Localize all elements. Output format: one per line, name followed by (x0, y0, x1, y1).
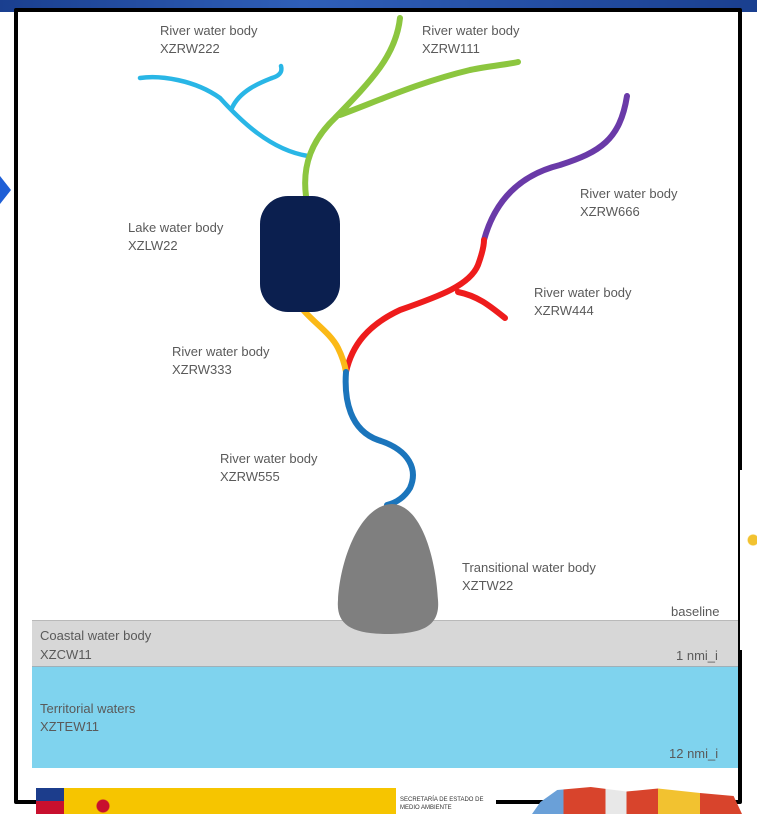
label-territorial-xztew11-name: Territorial waters (40, 701, 136, 716)
label-river-xzrw333-code: XZRW333 (172, 362, 232, 377)
label-river-xzrw444-code: XZRW444 (534, 303, 594, 318)
crest-icon (90, 794, 116, 814)
label-river-xzrw222-code: XZRW222 (160, 41, 220, 56)
river-xzrw666-path (481, 93, 630, 243)
river-xzrw111-path (302, 15, 521, 199)
label-river-xzrw555-name: River water body (220, 451, 318, 466)
label-lake-xzlw22-code: XZLW22 (128, 238, 178, 253)
label-river-xzrw111-name: River water body (422, 23, 520, 38)
footer-org-text: SECRETARÍA DE ESTADO DE MEDIO AMBIENTE (396, 788, 496, 814)
territorial-waters-band (32, 666, 742, 768)
flag-icon (36, 788, 64, 814)
label-river-xzrw111-code: XZRW111 (422, 41, 480, 56)
side-arrow-icon (0, 176, 11, 204)
footer-ministry-logo: SECRETARÍA DE ESTADO DE MEDIO AMBIENTE (36, 788, 496, 814)
lake-xzlw22-shape (260, 196, 340, 312)
label-river-xzrw333-name: River water body (172, 344, 270, 359)
transitional-xztw22-shape (337, 504, 439, 634)
label-baseline: baseline (671, 604, 720, 619)
label-one-nmi: 1 nmi_i (676, 648, 718, 663)
label-twelve-nmi: 12 nmi_i (669, 746, 719, 761)
label-river-xzrw666-code: XZRW666 (580, 204, 640, 219)
label-lake-xzlw22-name: Lake water body (128, 220, 224, 235)
label-territorial-xztew11-code: XZTEW11 (40, 719, 99, 734)
river-xzrw222-path (137, 63, 311, 159)
label-coastal-xzcw11-code: XZCW11 (40, 647, 92, 662)
label-coastal-xzcw11-name: Coastal water body (40, 628, 152, 643)
label-transitional-xztw22-code: XZTW22 (462, 578, 514, 593)
river-xzrw333-path (297, 303, 349, 375)
label-river-xzrw666-name: River water body (580, 186, 678, 201)
label-river-xzrw444-name: River water body (534, 285, 632, 300)
river-xzrw444-path (343, 237, 508, 375)
label-river-xzrw555-code: XZRW555 (220, 469, 280, 484)
river-xzrw555-path (342, 369, 416, 508)
label-transitional-xztw22-name: Transitional water body (462, 560, 596, 575)
diagram-frame (14, 8, 742, 804)
sun-icon (744, 520, 757, 560)
frame-gap (740, 470, 746, 650)
label-river-xzrw222-name: River water body (160, 23, 258, 38)
